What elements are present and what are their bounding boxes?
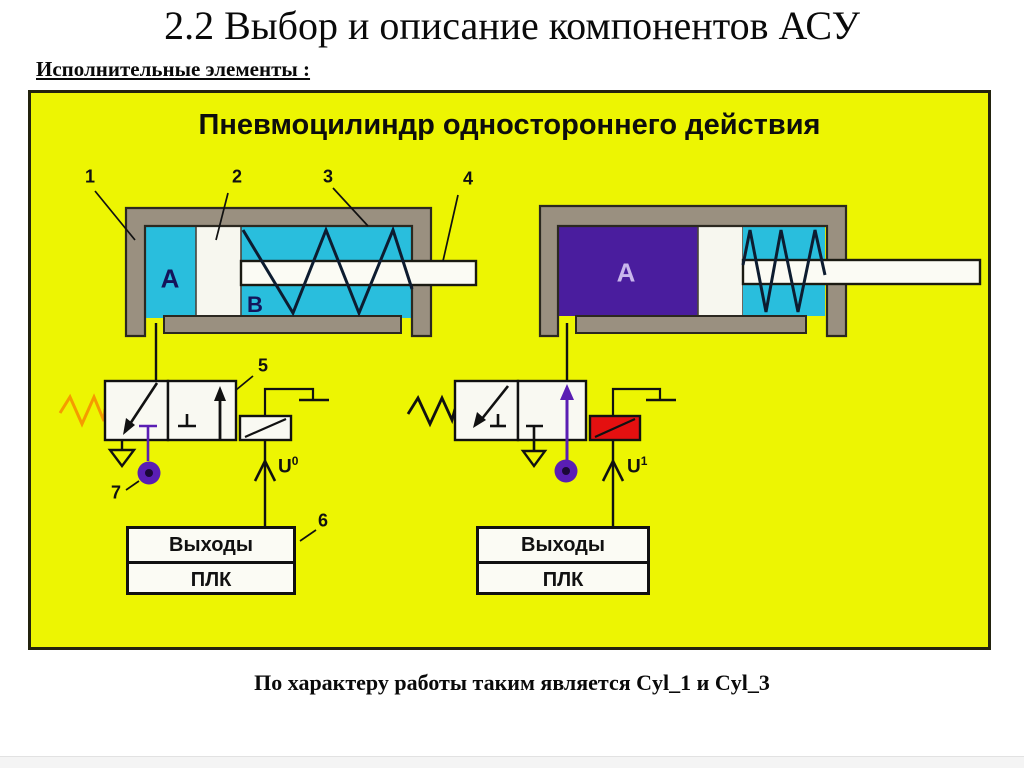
left-valve <box>58 379 329 526</box>
left-valve-flow-arrow-line <box>126 382 159 428</box>
leader-7 <box>125 480 140 491</box>
right-chamber-a-label: A <box>616 257 636 288</box>
left-cylinder <box>124 206 478 381</box>
right-valve-exhaust-triangle <box>520 449 548 469</box>
left-plc-outputs-row: Выходы <box>129 529 293 564</box>
slide-subtitle: Исполнительные элементы : <box>36 57 311 81</box>
right-valve-solenoid-diagonal <box>594 417 636 439</box>
signal-u1-base: U <box>627 456 641 478</box>
right-cylinder-pressure-chamber <box>558 226 698 316</box>
left-valve-return-spring <box>58 393 107 428</box>
right-valve-pilot-port-center <box>562 467 570 475</box>
right-valve-box-2 <box>516 379 588 442</box>
slide-title: 2.2 Выбор и описание компонентов АСУ <box>164 3 860 48</box>
leader-3 <box>332 187 369 227</box>
left-valve-exhaust-triangle <box>107 448 137 468</box>
bottom-bar <box>0 756 1024 768</box>
right-valve-return-spring <box>406 394 457 428</box>
callout-4: 4 <box>462 168 474 189</box>
leader-1 <box>94 190 136 241</box>
callout-leaders <box>94 187 459 542</box>
signal-u1-sup: 1 <box>640 454 648 468</box>
left-plc-box: Выходы ПЛК <box>126 526 296 595</box>
right-cylinder-rod <box>741 258 982 286</box>
left-valve-box-1 <box>103 379 170 442</box>
signal-u1-label: U1 <box>627 454 647 478</box>
leader-2 <box>215 192 229 241</box>
callout-1: 1 <box>84 166 96 187</box>
right-plc-plk-row: ПЛК <box>542 569 584 591</box>
left-valve-up-arrowhead <box>214 386 226 401</box>
right-valve <box>406 379 676 526</box>
left-chamber-a-label: A <box>160 263 180 294</box>
right-valve-flow-arrowhead <box>473 412 486 428</box>
left-valve-pilot-port-center <box>145 469 153 477</box>
left-valve-electric-link <box>263 387 315 416</box>
signal-u0-base: U <box>278 456 292 478</box>
callout-7: 7 <box>110 482 122 503</box>
left-valve-solenoid-diagonal <box>244 417 287 439</box>
right-cylinder <box>538 204 982 381</box>
leader-6 <box>299 529 317 542</box>
right-cylinder-body <box>538 204 848 338</box>
right-valve-box-1 <box>453 379 520 442</box>
diagram-title: Пневмоцилиндр одностороннего действия <box>198 109 821 141</box>
left-cylinder-bottom-wall <box>163 315 402 334</box>
callout-2: 2 <box>231 166 243 187</box>
left-valve-flow-arrowhead <box>123 418 135 435</box>
right-valve-flow-arrow-line <box>479 385 510 421</box>
right-cylinder-piston <box>697 225 744 317</box>
left-plc-plk-row: ПЛК <box>190 569 232 591</box>
signal-u0-sup: 0 <box>291 454 299 468</box>
right-valve-electric-link <box>611 387 662 416</box>
slide-caption: По характеру работы таким является Cyl_1… <box>254 670 770 695</box>
right-plc-box: Выходы ПЛК <box>476 526 650 595</box>
left-cylinder-piston <box>195 225 242 319</box>
leader-4 <box>442 194 459 262</box>
signal-u0-label: U0 <box>278 454 298 478</box>
callout-5: 5 <box>257 355 269 376</box>
left-valve-box-2 <box>166 379 238 442</box>
left-chamber-b-label: B <box>247 292 263 317</box>
callout-3: 3 <box>322 166 334 187</box>
pneumatic-diagram <box>58 187 982 542</box>
left-cylinder-rod <box>239 259 478 287</box>
left-cylinder-spring <box>241 225 414 318</box>
diagram-panel: Пневмоцилиндр одностороннего действия 1 … <box>28 90 991 650</box>
leader-5 <box>235 375 254 391</box>
left-valve-signal-arrow <box>253 458 277 482</box>
right-cylinder-bottom-wall <box>575 315 807 334</box>
left-cylinder-body <box>124 206 433 338</box>
right-valve-signal-flow-arrowhead <box>560 384 574 400</box>
callout-6: 6 <box>317 510 329 531</box>
right-cylinder-spring <box>741 229 827 313</box>
right-valve-signal-arrow <box>601 458 625 482</box>
right-plc-outputs-row: Выходы <box>479 529 647 564</box>
